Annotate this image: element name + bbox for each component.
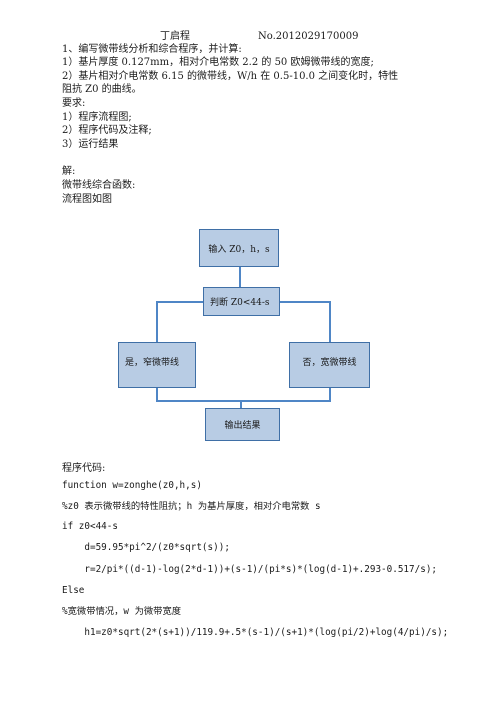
connector-right-horizontal [279, 301, 330, 303]
flowchart-label: 流程图如图 [62, 194, 112, 205]
connector-to-output [240, 400, 242, 410]
code-line: %宽微带情况，w 为微带宽度 [62, 606, 182, 617]
task-line-2: 1）基片厚度 0.127mm，相对介电常数 2.2 的 50 欧姆微带线的宽度; [62, 57, 374, 68]
solution-subtitle: 微带线综合函数: [62, 180, 136, 191]
code-line: %z0 表示微带线的特性阻抗；h 为基片厚度，相对介电常数 s [62, 501, 321, 512]
requirements-title: 要求: [62, 98, 86, 109]
task-line-1: 1、编写微带线分析和综合程序，并计算: [62, 44, 242, 55]
flow-output-text: 输出结果 [224, 421, 261, 431]
flow-no-box: 否，宽微带线 [289, 342, 370, 388]
code-line: function w=zonghe(z0,h,s) [62, 480, 202, 491]
flow-yes-text: 是，窄微带线 [125, 358, 180, 368]
connector-input-to-decision [239, 266, 241, 289]
flow-output-box: 输出结果 [205, 408, 280, 441]
code-line: Else [62, 585, 85, 596]
flow-input-box: 输入 Z0，h，s [199, 229, 279, 267]
requirement-1: 1）程序流程图; [62, 112, 132, 123]
code-line: d=59.95*pi^2/(z0*sqrt(s)); [62, 542, 230, 553]
task-line-3: 2）基片相对介电常数 6.15 的微带线，W/h 在 0.5-10.0 之间变化… [62, 71, 399, 82]
header-student-no: No.2012029170009 [258, 31, 359, 42]
code-line: h1=z0*sqrt(2*(s+1))/119.9+.5*(s-1)/(s+1)… [62, 627, 449, 638]
requirement-2: 2）程序代码及注释; [62, 125, 152, 136]
code-line: r=2/pi*((d-1)-log(2*d-1))+(s-1)/(pi*s)*(… [62, 564, 438, 575]
requirement-3: 3）运行结果 [62, 139, 119, 150]
code-section-label: 程序代码: [62, 463, 106, 474]
connector-left-horizontal [156, 301, 204, 303]
code-line: if z0<44-s [62, 521, 118, 532]
connector-left-down [156, 301, 158, 343]
task-line-4: 阻抗 Z0 的曲线。 [62, 84, 142, 95]
header-author: 丁启程 [160, 31, 190, 42]
flow-no-text: 否，宽微带线 [302, 358, 357, 368]
solution-label: 解: [62, 166, 76, 177]
flow-input-text: 输入 Z0，h，s [208, 244, 270, 255]
flow-decision-text: 判断 Z0<44-s [210, 298, 270, 308]
flow-decision-box: 判断 Z0<44-s [203, 287, 280, 316]
connector-no-down [329, 387, 331, 401]
connector-right-down [329, 301, 331, 343]
flow-yes-box: 是，窄微带线 [118, 342, 196, 388]
connector-bottom-horizontal [156, 400, 331, 402]
connector-yes-down [156, 387, 158, 401]
